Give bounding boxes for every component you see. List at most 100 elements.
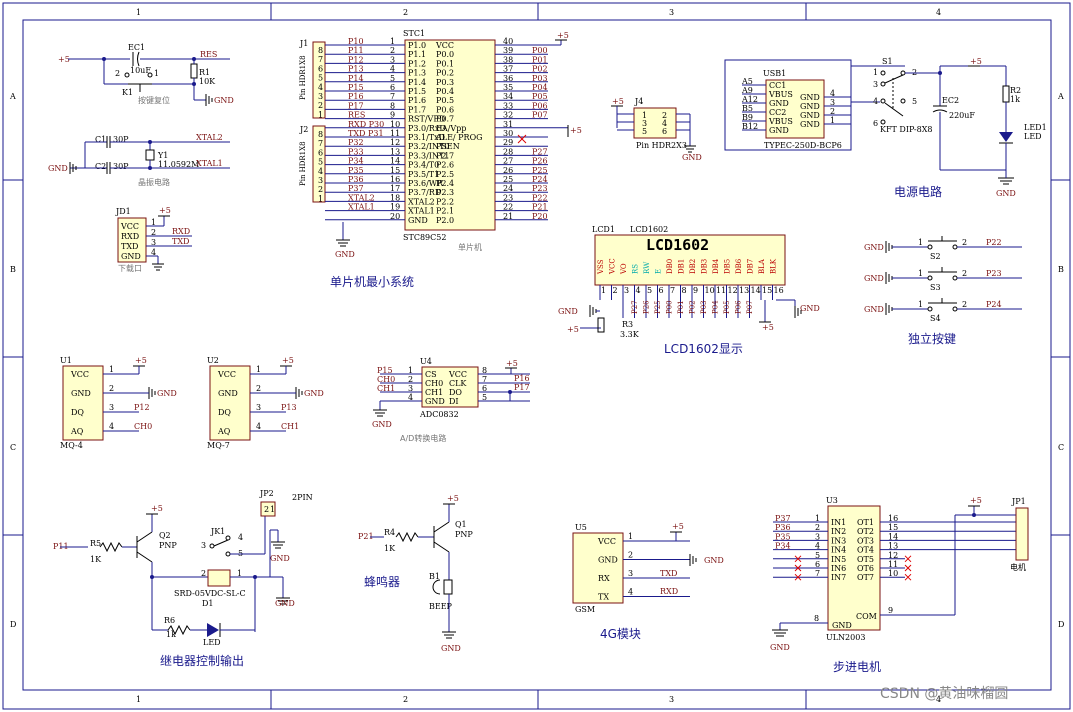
mcu-vcc-label: +5 [557, 31, 569, 40]
gsm-num-2: 3 [628, 569, 633, 578]
j4-gnd-label: GND [682, 153, 702, 162]
hdr-1-pin-4: 4 [318, 83, 323, 92]
adc-ref: U4 [420, 357, 432, 366]
j4-type: Pin HDR2X3 [636, 141, 687, 150]
download-num-1: 1 [151, 218, 156, 227]
sw-type: KFT DIP-8X8 [880, 125, 933, 134]
lcd-pin-name-11: DB4 [712, 258, 720, 274]
reset-circuit: +5 EC1 RES 2 10uF 1 K1 R1 10K GND 按键复位 [58, 43, 234, 106]
crystal-c2-val: 30P [113, 162, 129, 171]
gsm-part: GSM [575, 605, 595, 614]
buzzer-r-val: 1K [384, 544, 396, 553]
hdr-1-pin-8: 8 [318, 46, 323, 55]
lcd-vcc-label: +5 [567, 325, 579, 334]
relay-d-ref: D1 [202, 599, 214, 608]
crystal-c2-ref: C2 [95, 162, 106, 171]
frame-row-c-right: C [1058, 443, 1064, 452]
relay-led: LED [203, 638, 221, 647]
relay-gnd: GND [270, 554, 290, 563]
usb-left-pin-0: A5 [741, 77, 753, 86]
uln-out-num-6: 10 [888, 569, 898, 578]
hdr-1-pin-7: 7 [318, 55, 323, 64]
mcu-pin-num-27: 27 [503, 157, 513, 166]
key-gnd-label-S4: GND [864, 305, 884, 314]
lcd-pin-num-15: 15 [762, 286, 772, 295]
hdr-2-pin-4: 4 [318, 167, 323, 176]
uln-in-num-6: 7 [815, 569, 820, 578]
sensor-group: U1MQ-4VCC1GND2DQ3AQ4+5GNDP12CH0U2MQ-7VCC… [60, 356, 324, 450]
mcu-pin-name-30: ALE/ PROG [435, 133, 483, 142]
lcd-net-P02: P02 [689, 300, 697, 314]
uln-gnd: GND [770, 643, 790, 652]
usb-type: TYPEC-250D-BCP6 [764, 141, 842, 150]
sw-num-6: 6 [873, 119, 878, 128]
buzzer-b-type: BEEP [429, 602, 453, 611]
frame-col-1-bottom: 1 [136, 695, 141, 704]
adc-right-name-1: CLK [449, 379, 467, 388]
lcd-pin-num-2: 2 [613, 286, 618, 295]
uln-in-4: IN5 [831, 555, 846, 564]
adc-net-CH1: CH1 [377, 384, 395, 393]
mcu-ref: STC1 [403, 29, 425, 38]
mcu-net-2: P11 [348, 46, 364, 55]
crystal-circuit: C1 30P C2 30P Y1 11.0592M XTAL2 XTAL1 GN… [48, 133, 230, 187]
mcu-pin-num-22: 22 [503, 203, 513, 212]
sensor-1-aq: CH1 [281, 422, 299, 431]
mcu-net-21: P20 [532, 212, 548, 221]
lcd-net-P04: P04 [712, 300, 720, 314]
lcd-r-ref: R3 [622, 320, 633, 329]
frame-row-d: D [10, 620, 16, 629]
sensor-1-vcc: +5 [282, 356, 294, 365]
usb-left-name-1: VBUS [768, 90, 793, 99]
gsm-num-0: 1 [628, 532, 633, 541]
usb-right-name-4: GND [800, 93, 820, 102]
adc-left-num-1: 2 [408, 375, 413, 384]
sensor-0-gnd-label: GND [157, 389, 177, 398]
adc-left-num-0: 1 [408, 366, 413, 375]
sensor-0-num-3: 4 [109, 422, 114, 431]
relay-num-4: 4 [238, 533, 243, 542]
lcd-pin-num-3: 3 [624, 286, 629, 295]
gsm-num-1: 2 [628, 551, 633, 560]
reset-vcc-label: +5 [58, 55, 70, 64]
lcd-pin-name-13: DB6 [735, 258, 743, 274]
usb-left-pin-5: B12 [742, 122, 758, 131]
buzzer-circuit: P21 R4 1K +5 Q1 PNP B1 BEEP GND 蜂鸣器 [358, 494, 473, 653]
mcu-pin-num-39: 39 [503, 46, 513, 55]
lcd-display: LCD1 LCD1602 LCD1602 VSS1VCC2VO3RS4RW5E6… [558, 225, 820, 356]
frame-col-4-bottom: 4 [936, 695, 941, 704]
mcu-pin-name-20: GND [408, 216, 428, 225]
section-lcd: LCD1602显示 [664, 342, 743, 356]
usb-left-pin-4: B9 [742, 113, 753, 122]
uln-nc-out-b-4 [904, 555, 912, 563]
mcu-pin-num-12: 12 [390, 138, 400, 147]
mcu-pin-num-18: 18 [390, 193, 400, 202]
usb-right-num-2: 2 [830, 107, 835, 116]
power-r-ref: R2 [1010, 86, 1021, 95]
mcu-pin-num-37: 37 [503, 65, 513, 74]
mcu-pin-num-11: 11 [390, 129, 400, 138]
key-pin1-S2: 1 [918, 238, 923, 247]
sensor-0-num-1: 2 [109, 384, 114, 393]
uln-in-1: IN2 [831, 527, 846, 536]
relay-jp-pin2: 2 [264, 505, 269, 514]
hdr-1-pin-1: 1 [318, 110, 323, 119]
frame-col-1: 1 [136, 8, 141, 17]
mcu-net-19: XTAL1 [348, 203, 375, 212]
mcu-net-32: P07 [532, 111, 548, 120]
usb-left-name-5: GND [769, 126, 789, 135]
mcu-pin-num-16: 16 [390, 175, 400, 184]
j1-type: Pin HDR1X8 [299, 55, 307, 100]
relay-r6-val: 1k [166, 630, 176, 639]
j4-num-6: 6 [662, 127, 667, 136]
lcd-net-P00: P00 [666, 300, 674, 314]
sensor-box-1 [209, 365, 251, 441]
watermark: CSDN @黄油味榴圆 [880, 685, 1008, 702]
lcd-pin-name-5: RW [643, 261, 651, 274]
relay-num-1: 1 [237, 569, 242, 578]
lcd-net-P07: P07 [746, 300, 754, 314]
uln-out-3: OT4 [857, 546, 874, 555]
sensor-1-dq: P13 [281, 403, 297, 412]
